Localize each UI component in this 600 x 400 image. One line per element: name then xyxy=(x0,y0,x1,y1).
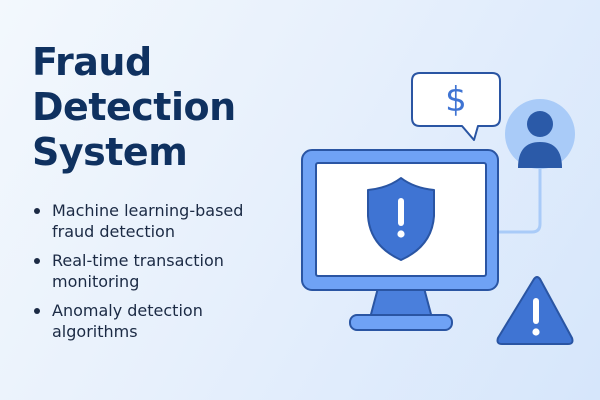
connector-line xyxy=(498,168,542,234)
speech-bubble-dollar-icon: $ xyxy=(411,72,501,141)
page-title: Fraud Detection System xyxy=(32,40,236,175)
title-line-2: Detection xyxy=(32,85,236,129)
dollar-symbol: $ xyxy=(445,80,467,120)
feature-text: Machine learning-based fraud detection xyxy=(52,201,244,241)
user-avatar-icon xyxy=(505,99,575,169)
title-line-3: System xyxy=(32,130,188,174)
bullet-icon xyxy=(34,308,40,314)
feature-text: Anomaly detection algorithms xyxy=(52,301,203,341)
warning-triangle-icon xyxy=(496,276,574,345)
feature-text: Real-time transaction monitoring xyxy=(52,251,224,291)
feature-list: Machine learning-based fraud detection R… xyxy=(34,200,282,350)
feature-item: Machine learning-based fraud detection xyxy=(34,200,282,242)
title-line-1: Fraud xyxy=(32,40,152,84)
feature-item: Anomaly detection algorithms xyxy=(34,300,282,342)
bullet-icon xyxy=(34,258,40,264)
shield-alert-icon xyxy=(367,177,435,261)
feature-item: Real-time transaction monitoring xyxy=(34,250,282,292)
bullet-icon xyxy=(34,208,40,214)
